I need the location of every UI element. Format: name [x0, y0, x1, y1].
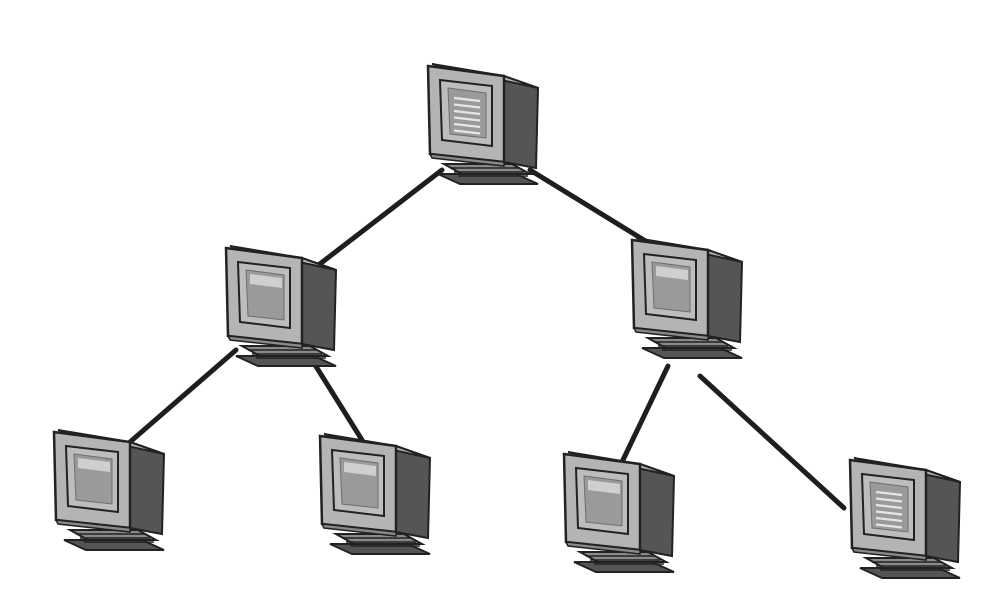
links-layer	[127, 167, 847, 511]
nodes-layer	[52, 63, 962, 579]
link-mid-right-to-leaf-3	[619, 363, 671, 465]
link-root-to-mid-left	[309, 167, 445, 273]
computer-monitor-icon	[630, 237, 744, 359]
computer-monitor-icon	[848, 457, 962, 579]
computer-monitor-icon	[52, 429, 166, 551]
link-root-to-mid-right	[527, 167, 663, 253]
computer-monitor-icon	[224, 245, 338, 367]
link-mid-left-to-leaf-2	[309, 357, 365, 443]
link-mid-right-to-leaf-4	[697, 373, 847, 511]
link-mid-left-to-leaf-1	[127, 347, 239, 445]
computer-monitor-icon	[562, 451, 676, 573]
computer-monitor-icon	[426, 63, 540, 185]
computer-monitor-icon	[318, 433, 432, 555]
